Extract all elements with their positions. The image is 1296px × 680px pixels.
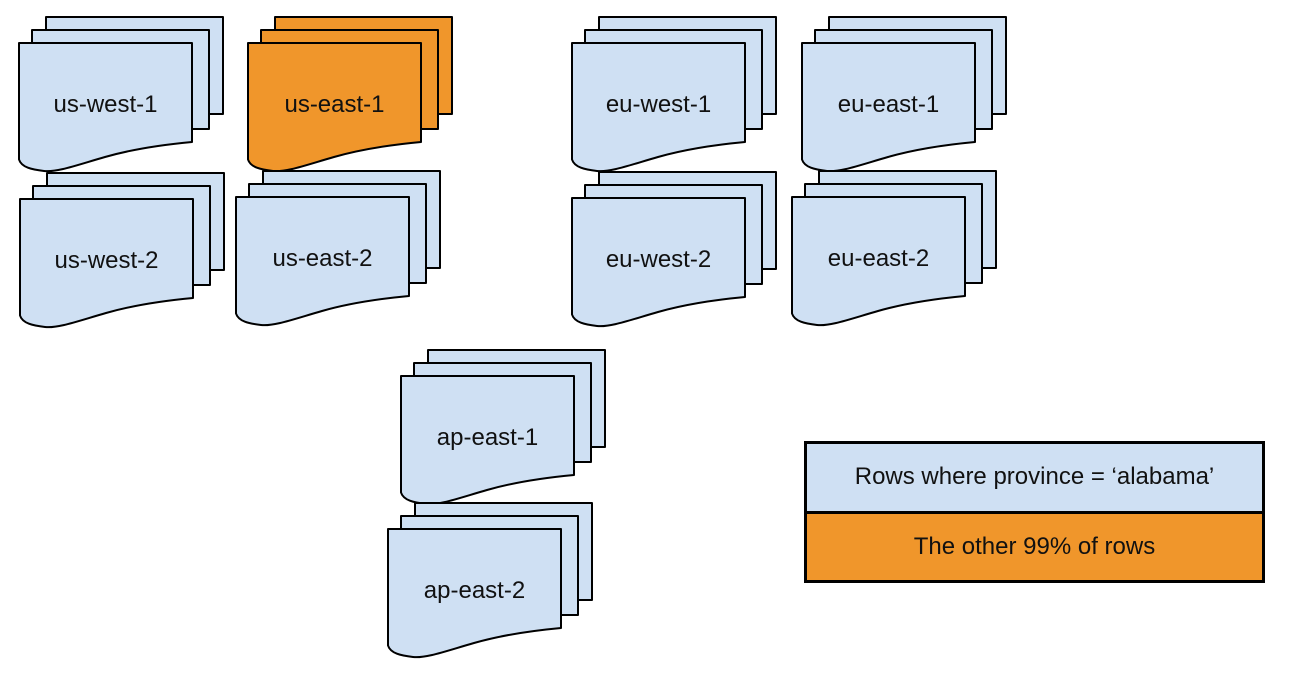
- document-stack-icon: us-west-2: [19, 172, 225, 329]
- region-label: eu-west-2: [606, 246, 711, 273]
- region-label: ap-east-2: [424, 577, 525, 604]
- region-label: us-east-1: [284, 91, 384, 118]
- document-stack-icon: eu-west-2: [571, 171, 777, 328]
- document-stack-icon: us-west-1: [18, 16, 224, 173]
- region-label: eu-east-2: [828, 245, 929, 272]
- region-stack-eu-east-2: eu-east-2: [791, 170, 998, 328]
- page-front-sheet: [801, 42, 976, 173]
- region-stack-us-east-1: us-east-1: [247, 16, 454, 174]
- legend-item-label: The other 99% of rows: [913, 532, 1156, 560]
- document-stack-icon: eu-east-2: [791, 170, 997, 327]
- region-label: us-west-2: [54, 247, 158, 274]
- page-front-sheet: [387, 528, 562, 659]
- document-stack-icon: ap-east-1: [400, 349, 606, 506]
- region-label: us-west-1: [53, 91, 157, 118]
- document-stack-icon: us-east-2: [235, 170, 441, 327]
- region-stack-us-east-2: us-east-2: [235, 170, 442, 328]
- region-label: eu-east-1: [838, 91, 939, 118]
- page-front-sheet: [19, 198, 194, 329]
- legend-item-alabama-rows: Rows where province = ‘alabama’: [807, 444, 1262, 511]
- region-stack-ap-east-2: ap-east-2: [387, 502, 594, 660]
- region-stack-eu-west-2: eu-west-2: [571, 171, 778, 329]
- region-stack-eu-west-1: eu-west-1: [571, 16, 778, 174]
- page-front-sheet: [571, 42, 746, 173]
- document-stack-icon: us-east-1: [247, 16, 453, 173]
- page-front-sheet: [247, 42, 422, 173]
- region-label: eu-west-1: [606, 91, 711, 118]
- region-label: ap-east-1: [437, 424, 538, 451]
- region-stack-us-west-2: us-west-2: [19, 172, 226, 330]
- legend-item-other-rows: The other 99% of rows: [807, 510, 1262, 580]
- legend: Rows where province = ‘alabama’ The othe…: [804, 441, 1265, 583]
- page-front-sheet: [791, 196, 966, 327]
- region-stack-us-west-1: us-west-1: [18, 16, 225, 174]
- document-stack-icon: ap-east-2: [387, 502, 593, 659]
- page-front-sheet: [400, 375, 575, 506]
- region-stack-eu-east-1: eu-east-1: [801, 16, 1008, 174]
- document-stack-icon: eu-east-1: [801, 16, 1007, 173]
- page-front-sheet: [18, 42, 193, 173]
- region-label: us-east-2: [272, 245, 372, 272]
- page-front-sheet: [235, 196, 410, 327]
- page-front-sheet: [571, 197, 746, 328]
- document-stack-icon: eu-west-1: [571, 16, 777, 173]
- region-stack-ap-east-1: ap-east-1: [400, 349, 607, 507]
- legend-item-label: Rows where province = ‘alabama’: [854, 463, 1215, 491]
